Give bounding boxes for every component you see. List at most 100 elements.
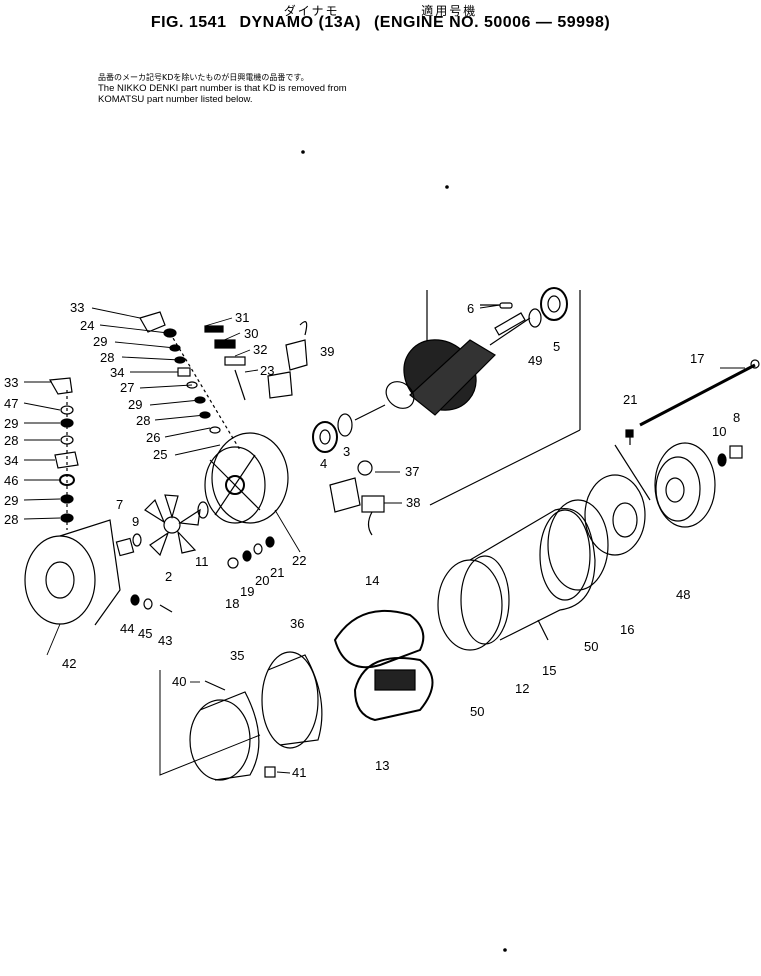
- label-28-left-1: 28: [4, 433, 18, 448]
- label-23: 23: [260, 363, 274, 378]
- label-24: 24: [80, 318, 94, 333]
- brush-assembly: [329, 477, 361, 513]
- terminal-bolts: [130, 536, 275, 613]
- part-number-labels: 33 24 29 28 34 27 29 28 26 25 31 30 32 2…: [4, 300, 740, 780]
- part-37-spring: [357, 460, 373, 476]
- engine-range: (ENGINE NO. 50006 — 59998): [373, 14, 611, 31]
- label-41: 41: [292, 765, 306, 780]
- label-38: 38: [406, 495, 420, 510]
- part-8-nut: [729, 445, 743, 459]
- part-40-screw: [204, 680, 226, 691]
- label-11: 11: [195, 554, 209, 569]
- label-48: 48: [676, 587, 690, 602]
- label-25: 25: [153, 447, 167, 462]
- label-29-upper-2: 29: [128, 397, 142, 412]
- part-16-end-cover: [584, 474, 646, 556]
- label-21-lower: 21: [270, 565, 284, 580]
- part-9-washer: [132, 533, 142, 547]
- label-37: 37: [405, 464, 419, 479]
- label-50-right: 50: [584, 639, 598, 654]
- label-29-left-2: 29: [4, 493, 18, 508]
- label-34-left: 34: [4, 453, 18, 468]
- part-3-washer: [337, 413, 353, 437]
- label-29-left-1: 29: [4, 416, 18, 431]
- label-35: 35: [230, 648, 244, 663]
- japanese-applicable-serial: 適用号機: [421, 4, 478, 18]
- label-21-upper: 21: [623, 392, 637, 407]
- part-5-bearing: [540, 287, 568, 321]
- label-14: 14: [365, 573, 379, 588]
- label-22: 22: [292, 553, 306, 568]
- part-17-through-bolt: [639, 359, 760, 427]
- part-49-washer: [528, 308, 542, 328]
- japanese-title: ダイナモ: [283, 4, 340, 18]
- figure-number: FIG. 1541: [150, 14, 227, 31]
- label-5: 5: [553, 339, 560, 354]
- label-50-lower: 50: [470, 704, 484, 719]
- label-44: 44: [120, 621, 134, 636]
- label-7: 7: [116, 497, 123, 512]
- label-17: 17: [690, 351, 704, 366]
- label-31: 31: [235, 310, 249, 325]
- note-line-1: The NIKKO DENKI part number is that KD i…: [98, 83, 347, 94]
- label-28-upper-1: 28: [100, 350, 114, 365]
- part-4-bearing: [312, 421, 338, 453]
- label-46: 46: [4, 473, 18, 488]
- part-36-cover-band: [261, 651, 323, 749]
- label-34-upper: 34: [110, 365, 124, 380]
- label-28-left-2: 28: [4, 512, 18, 527]
- part-48-drive-end-bracket: [654, 442, 716, 528]
- label-27: 27: [120, 380, 134, 395]
- label-20: 20: [255, 573, 269, 588]
- label-9: 9: [132, 514, 139, 529]
- part-38-brush: [361, 495, 385, 536]
- label-15: 15: [542, 663, 556, 678]
- upper-terminal-stack: [139, 311, 241, 451]
- part-13-pole-shoe: [353, 657, 434, 722]
- label-2: 2: [165, 569, 172, 584]
- label-29-upper-1: 29: [93, 334, 107, 349]
- part-42-pulley: [24, 519, 121, 626]
- label-33-left: 33: [4, 375, 18, 390]
- label-16: 16: [620, 622, 634, 637]
- label-45: 45: [138, 626, 152, 641]
- part-12-yoke: [460, 508, 596, 645]
- label-26: 26: [146, 430, 160, 445]
- left-terminal-stack: [49, 377, 79, 530]
- note-line-2: KOMATSU part number listed below.: [98, 94, 253, 105]
- label-47: 47: [4, 396, 18, 411]
- label-39: 39: [320, 344, 334, 359]
- label-33-upper: 33: [70, 300, 84, 315]
- part-11-collar: [197, 501, 209, 519]
- label-4: 4: [320, 456, 327, 471]
- label-13: 13: [375, 758, 389, 773]
- label-10: 10: [712, 424, 726, 439]
- part-41-nut: [264, 766, 276, 778]
- label-36: 36: [290, 616, 304, 631]
- part-6-key: [499, 302, 513, 309]
- label-8: 8: [733, 410, 740, 425]
- label-30: 30: [244, 326, 258, 341]
- part-14-field-coil: [333, 609, 425, 669]
- label-42: 42: [62, 656, 76, 671]
- part-number-note: 品番のメーカ記号KDを除いたものが日興電機の品番です。 The NIKKO DE…: [98, 72, 347, 105]
- label-28-upper-2: 28: [136, 413, 150, 428]
- part-7-nut: [115, 537, 135, 557]
- japanese-header: ダイナモ 適用号機: [0, 2, 761, 19]
- figure-title: FIG. 1541 DYNAMO (13A) (ENGINE NO. 50006…: [0, 14, 761, 32]
- brush-holder-parts: [204, 321, 308, 401]
- armature: [354, 290, 531, 421]
- part-15-screw: [537, 619, 549, 641]
- label-3: 3: [343, 444, 350, 459]
- note-japanese: 品番のメーカ記号KDを除いたものが日興電機の品番です。: [98, 73, 309, 82]
- label-6: 6: [467, 301, 474, 316]
- label-12: 12: [515, 681, 529, 696]
- figure-name: DYNAMO (13A): [239, 14, 361, 31]
- label-43: 43: [158, 633, 172, 648]
- label-32: 32: [253, 342, 267, 357]
- part-2-fan: [144, 494, 201, 557]
- part-50-gasket-right: [547, 499, 609, 591]
- part-35-band: [189, 691, 260, 781]
- part-22-bracket: [204, 432, 289, 524]
